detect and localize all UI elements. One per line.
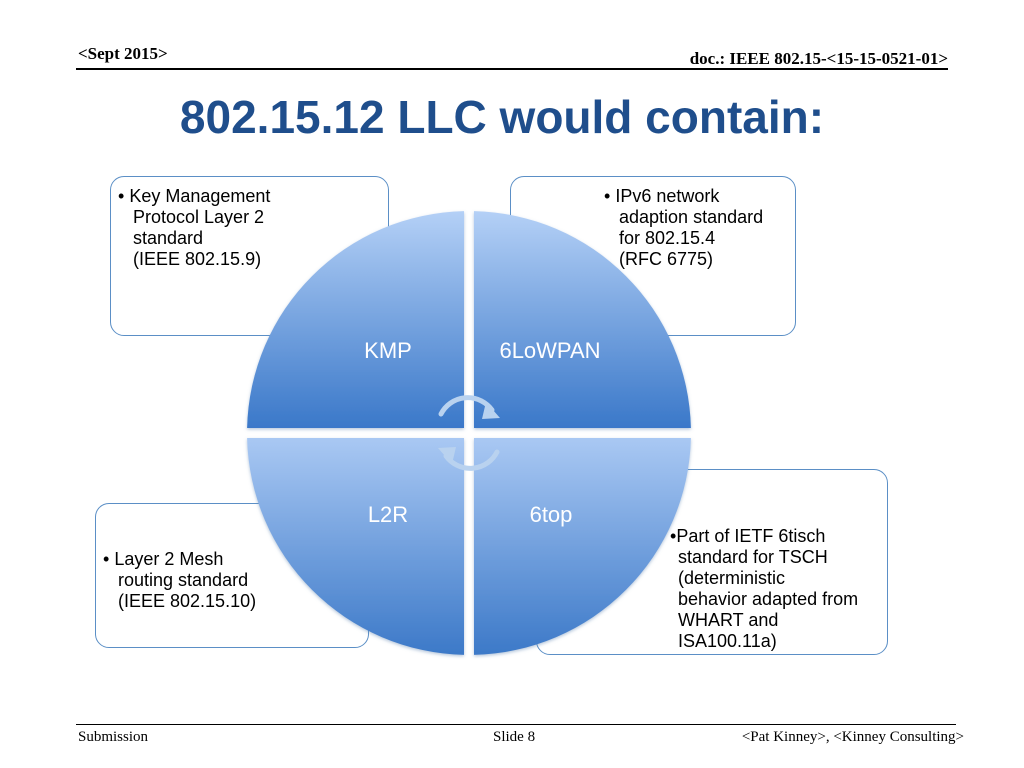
slide-title: 802.15.12 LLC would contain: bbox=[179, 91, 825, 143]
header-divider bbox=[76, 68, 948, 70]
box-line: standard bbox=[133, 228, 204, 248]
box-line: Part of IETF 6tisch bbox=[676, 526, 826, 546]
box-line: (RFC 6775) bbox=[619, 249, 714, 269]
bullet: • bbox=[118, 186, 125, 206]
box-line: adaption standard bbox=[619, 207, 764, 227]
footer-divider bbox=[76, 724, 956, 726]
box-line: behavior adapted from bbox=[678, 589, 859, 609]
quadrant-kmp bbox=[247, 211, 464, 428]
box-line: (IEEE 802.15.10) bbox=[118, 591, 257, 611]
quadrant-label-kmp: KMP bbox=[364, 338, 412, 363]
box-line: ISA100.11a) bbox=[678, 631, 777, 651]
quadrant-6lowpan bbox=[474, 211, 691, 428]
box-line: routing standard bbox=[118, 570, 249, 590]
box-top-right-text: • IPv6 network adaption standard for 802… bbox=[604, 186, 763, 270]
box-line: (IEEE 802.15.9) bbox=[133, 249, 262, 269]
quadrant-l2r bbox=[247, 438, 464, 655]
bullet: • bbox=[604, 186, 611, 206]
bullet: • bbox=[103, 549, 110, 569]
box-bottom-left-text: • Layer 2 Mesh routing standard (IEEE 80… bbox=[103, 549, 256, 612]
bullet: • bbox=[670, 526, 677, 546]
header-date: <Sept 2015> bbox=[78, 44, 168, 63]
box-bottom-right-text: •Part of IETF 6tisch standard for TSCH (… bbox=[670, 526, 858, 652]
footer-author: <Pat Kinney>, <Kinney Consulting> bbox=[741, 729, 964, 745]
box-line: IPv6 network bbox=[615, 186, 720, 206]
header-doc-id: doc.: IEEE 802.15-<15-15-0521-01> bbox=[689, 49, 948, 68]
footer-submission: Submission bbox=[78, 729, 149, 745]
box-top-left-text: • Key Management Protocol Layer 2 standa… bbox=[118, 186, 270, 270]
box-line: Key Management bbox=[129, 186, 271, 206]
quadrant-label-l2r: L2R bbox=[367, 502, 409, 527]
box-line: for 802.15.4 bbox=[619, 228, 716, 248]
footer-slide-number: Slide 8 bbox=[493, 729, 536, 745]
quadrant-6top bbox=[474, 438, 691, 655]
box-line: Layer 2 Mesh bbox=[114, 549, 224, 569]
quadrant-label-6top: 6top bbox=[529, 502, 573, 527]
box-line: WHART and bbox=[678, 610, 779, 630]
box-line: (deterministic bbox=[678, 568, 786, 588]
box-line: standard for TSCH bbox=[678, 547, 828, 567]
box-line: Protocol Layer 2 bbox=[133, 207, 265, 227]
quadrant-label-6lowpan: 6LoWPAN bbox=[499, 338, 601, 363]
